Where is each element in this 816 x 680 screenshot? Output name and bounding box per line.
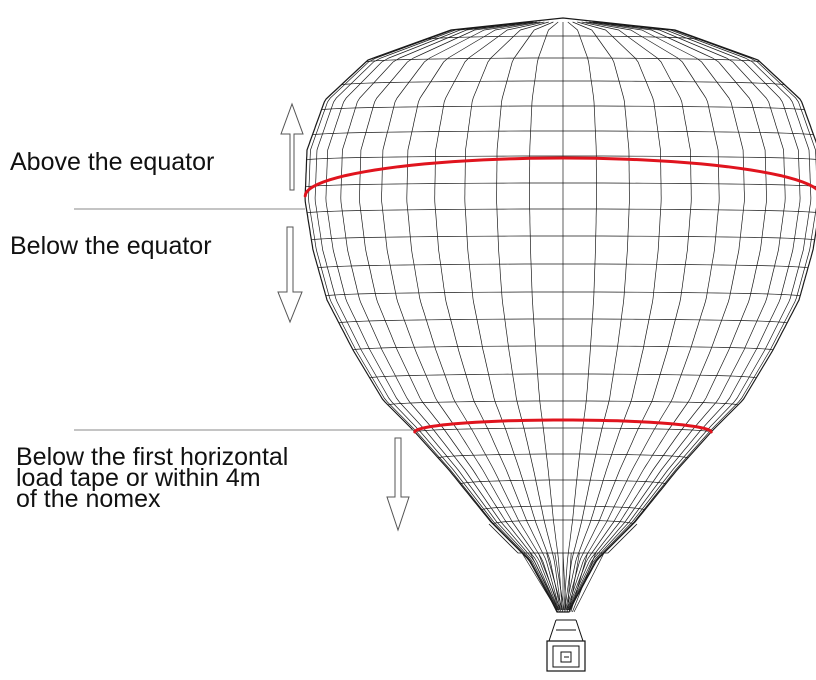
label-line: of the nomex bbox=[16, 489, 288, 510]
down-arrow-icon bbox=[278, 227, 302, 322]
label-above-equator: Above the equator bbox=[10, 152, 214, 173]
label-below-load-tape: Below the first horizontal load tape or … bbox=[16, 447, 288, 510]
basket bbox=[547, 620, 585, 671]
up-arrow-icon bbox=[281, 104, 303, 190]
down-arrow-icon bbox=[387, 438, 409, 530]
envelope-mesh bbox=[305, 18, 816, 612]
label-below-equator: Below the equator bbox=[10, 236, 212, 257]
